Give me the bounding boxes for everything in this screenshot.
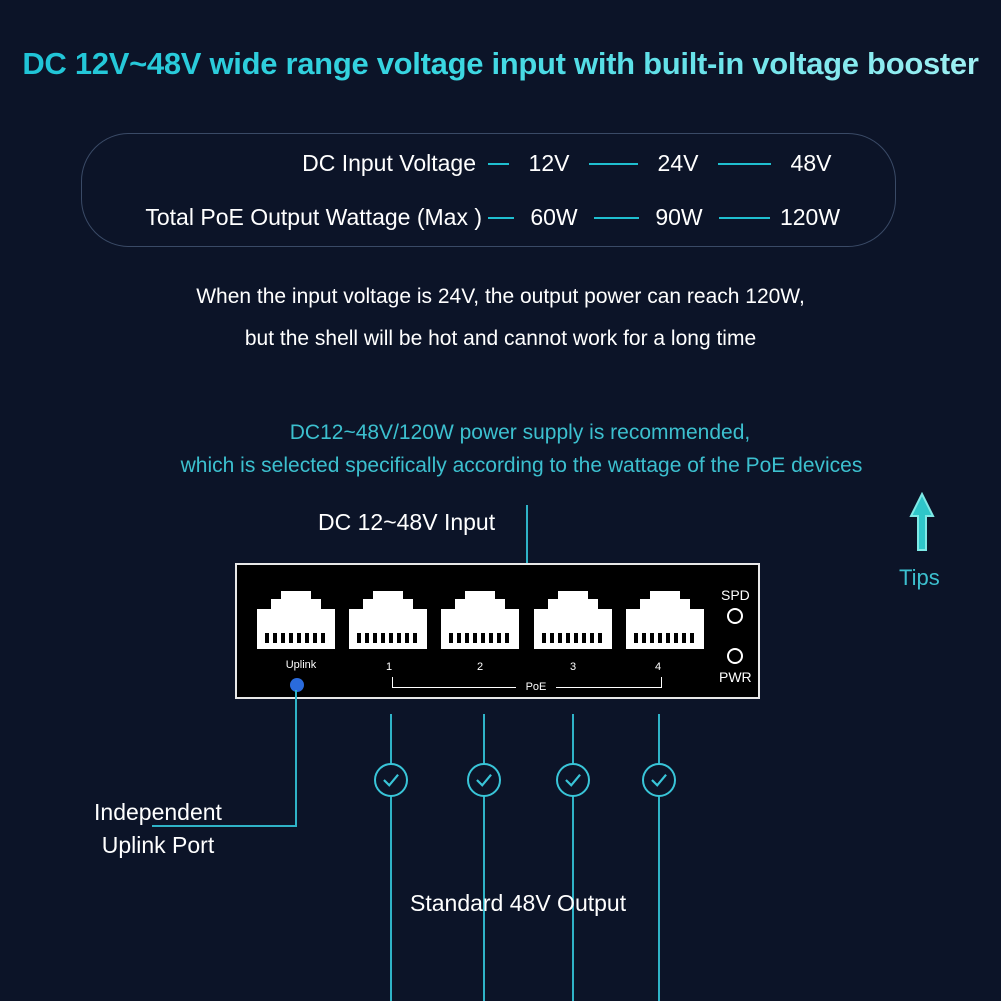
uplink-port-label: Uplink [285,659,317,671]
spec-row-1-value-3: 48V [771,150,851,177]
pwr-led-label: PWR [719,669,752,685]
poe-port-1-icon [349,591,427,649]
spec-row-2-value-3: 120W [770,204,850,231]
check-icon [642,763,676,797]
spec-row-1-value-1: 12V [509,150,589,177]
tip-line-2: which is selected specifically according… [180,454,863,477]
spec-row-2-value-1: 60W [514,204,594,231]
port-1-label: 1 [385,661,393,673]
switch-front-panel: Uplink 1 2 3 4 PoE SPD PWR [235,563,760,699]
output-label: Standard 48V Output [410,890,627,916]
poe-port-2-icon [441,591,519,649]
check-icon [467,763,501,797]
note-line-2: but the shell will be hot and cannot wor… [244,327,757,350]
output-line-3 [572,714,574,1001]
input-label: DC 12~48V Input [318,509,496,535]
output-line-4 [658,714,660,1001]
uplink-port-icon [257,591,335,649]
uplink-callout: Independent Uplink Port [88,796,228,862]
uplink-callout-line-2: Uplink Port [101,832,215,858]
spd-led-icon [727,608,743,624]
spec-row-2-value-2: 90W [639,204,719,231]
note-line-1: When the input voltage is 24V, the outpu… [196,285,805,308]
spec-box [81,133,896,247]
uplink-dot [290,678,304,692]
spec-row-2-label: Total PoE Output Wattage (Max ) [145,204,482,230]
spec-row-1-value-2: 24V [638,150,718,177]
uplink-connector-elbow [152,825,297,827]
pwr-led-icon [727,648,743,664]
uplink-callout-line-1: Independent [94,799,222,825]
tips-label: Tips [899,565,940,590]
output-line-1 [390,714,392,1001]
tips-arrow-icon [909,492,935,551]
port-2-label: 2 [476,661,484,673]
port-3-label: 3 [569,661,577,673]
headline: DC 12V~48V wide range voltage input with… [0,46,1001,82]
uplink-connector-line [295,690,297,827]
check-icon [374,763,408,797]
output-line-2 [483,714,485,1001]
tip-line-1: DC12~48V/120W power supply is recommende… [289,421,751,444]
port-4-label: 4 [654,661,662,673]
spec-row-1-label: DC Input Voltage [302,150,476,176]
poe-group-label: PoE [516,681,556,693]
poe-port-3-icon [534,591,612,649]
check-icon [556,763,590,797]
spd-led-label: SPD [721,587,750,603]
poe-port-4-icon [626,591,704,649]
